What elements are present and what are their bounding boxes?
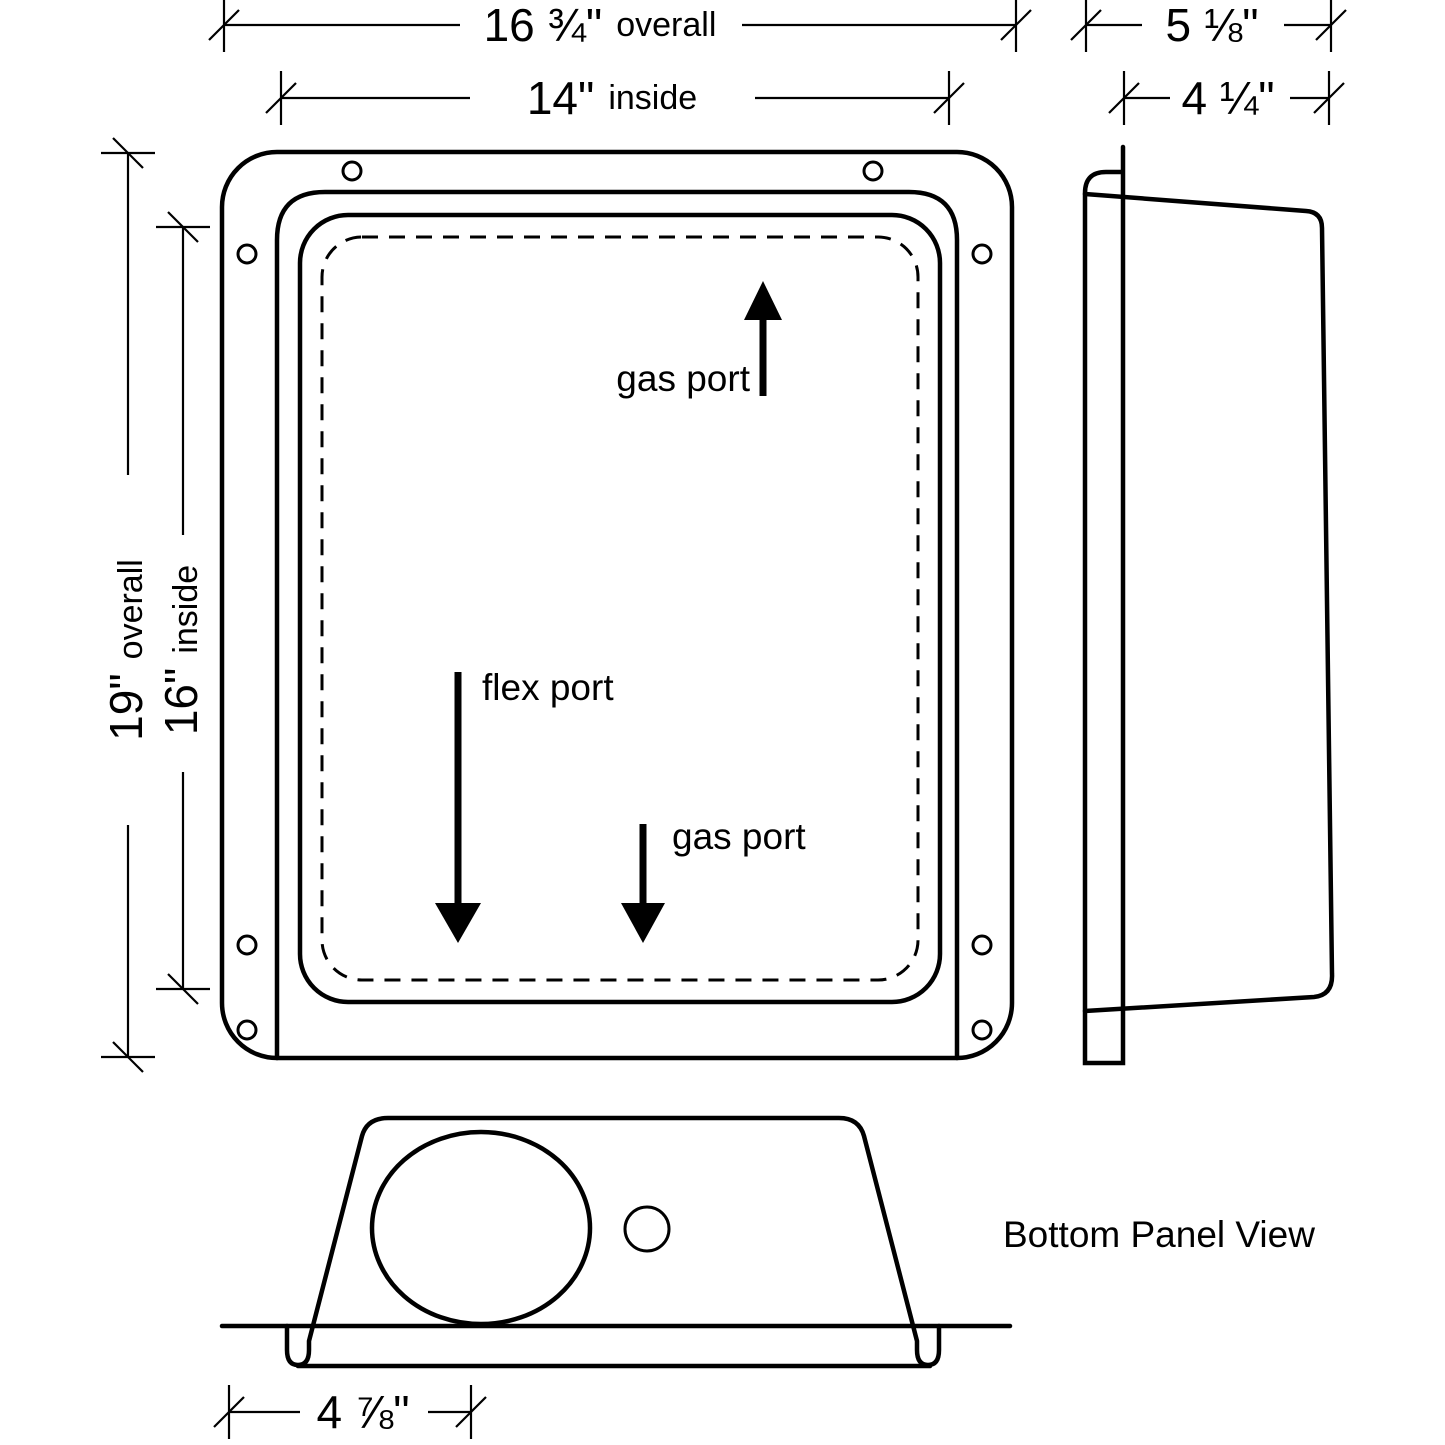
dim-overall-depth: 5 ⅛" <box>1069 0 1348 54</box>
dim-value: 16" <box>155 668 207 736</box>
dim-value: 16 ¾" <box>484 0 603 51</box>
dim-overall-height: 19" overall <box>99 136 157 1074</box>
flex-port-opening <box>369 1129 593 1327</box>
mounting-hole <box>236 243 258 265</box>
side-box-body <box>1082 191 1335 1014</box>
dim-overall-depth-text: 5 ⅛" <box>1165 0 1258 51</box>
bottom-panel-view: Bottom Panel View <box>219 1115 1315 1369</box>
gas-port-top-arrow <box>744 281 782 396</box>
front-inner-lip <box>297 212 943 1005</box>
mounting-hole <box>236 934 258 956</box>
dim-inside-height: 16" inside <box>154 210 212 1006</box>
dim-overall-width: 16 ¾" overall <box>207 0 1033 54</box>
gas-port-opening <box>623 1205 671 1253</box>
mounting-hole <box>341 160 363 182</box>
dim-value: 14" <box>527 72 595 124</box>
front-view: gas port flex port gas port <box>219 149 1015 1061</box>
mounting-hole <box>862 160 884 182</box>
gas-port-bottom-label: gas port <box>672 816 806 857</box>
front-outer-flange <box>219 149 1015 1061</box>
dim-value: 19" <box>100 673 152 741</box>
dim-suffix: overall <box>616 6 716 44</box>
mounting-hole <box>971 1019 993 1041</box>
dim-inside-depth: 4 ¼" <box>1107 69 1346 127</box>
gas-port-bottom-arrow <box>621 824 665 943</box>
dim-overall-height-text: 19" overall <box>100 559 152 741</box>
dim-suffix: overall <box>112 559 150 659</box>
gas-port-top-label: gas port <box>616 358 750 399</box>
flex-port-label: flex port <box>482 667 614 708</box>
mounting-hole <box>971 934 993 956</box>
arrow-up-icon <box>744 281 782 320</box>
dim-inside-width: 14" inside <box>264 69 966 127</box>
bottom-view-title: Bottom Panel View <box>1003 1214 1315 1255</box>
dim-overall-width-text: 16 ¾" overall <box>484 0 717 51</box>
dim-inside-depth-text: 4 ¼" <box>1181 72 1274 124</box>
flex-port-arrow <box>435 672 481 943</box>
side-view <box>1082 144 1335 1066</box>
front-hidden-recess-outline <box>320 235 920 982</box>
dim-suffix: inside <box>608 79 697 117</box>
dim-inside-height-text: 16" inside <box>155 565 207 735</box>
dim-suffix: inside <box>167 565 205 654</box>
dim-port-offset: 4 ⅞" <box>212 1383 488 1441</box>
arrow-down-icon <box>435 903 481 943</box>
dim-inside-width-text: 14" inside <box>527 72 697 124</box>
arrow-down-icon <box>621 903 665 943</box>
front-bezel-frame <box>274 189 960 1061</box>
side-flange-strip <box>1082 144 1126 1066</box>
mounting-hole <box>971 243 993 265</box>
mounting-hole <box>236 1019 258 1041</box>
dim-port-offset-text: 4 ⅞" <box>316 1386 409 1438</box>
